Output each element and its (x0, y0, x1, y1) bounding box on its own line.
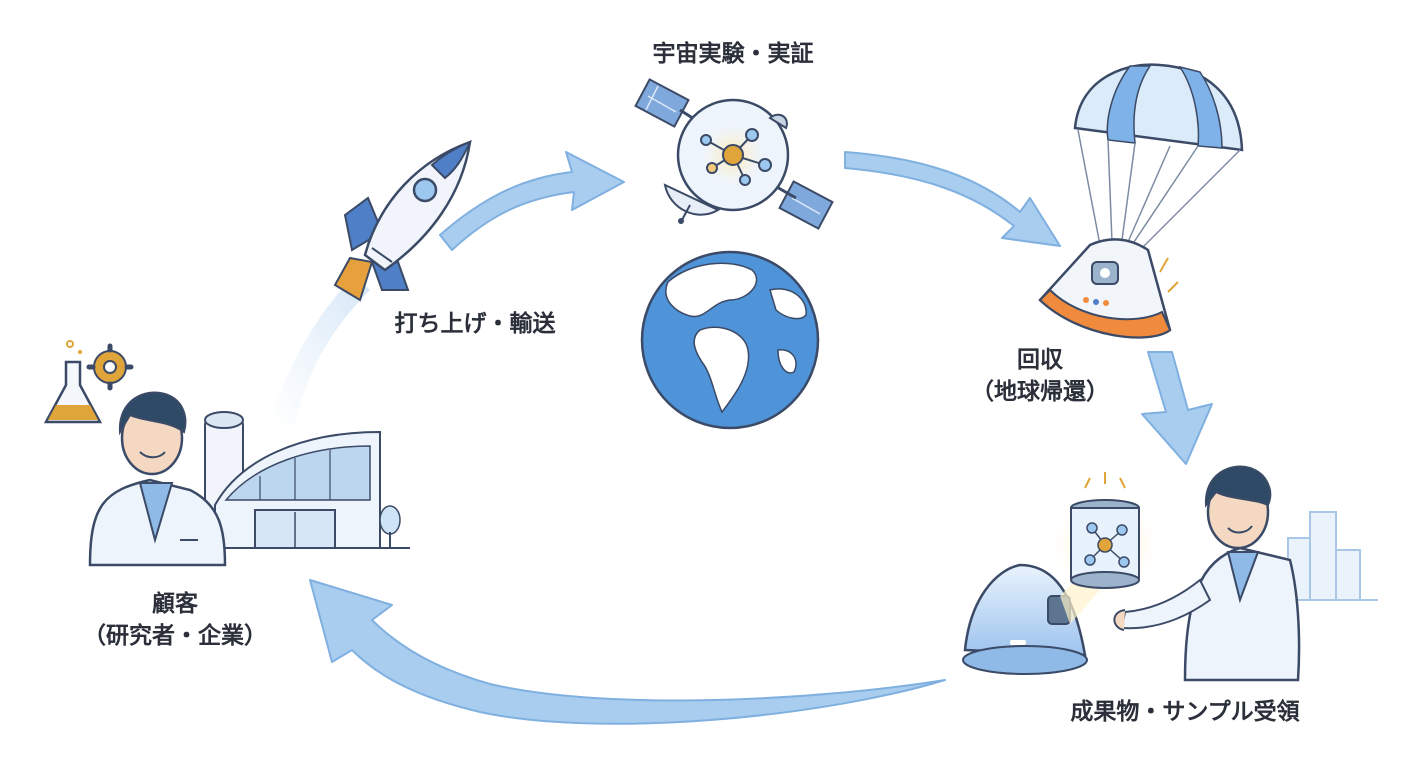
label-delivery-text: 成果物・サンプル受領 (1070, 699, 1300, 725)
capsule-icon (1038, 238, 1179, 339)
satellite-dish (663, 183, 721, 224)
label-experiment-text: 宇宙実験・実証 (652, 41, 814, 67)
building-icon (190, 411, 410, 549)
scientist-right-icon (1113, 465, 1301, 682)
flask-icon (43, 340, 103, 424)
molecule-icon (700, 128, 772, 186)
arrow-recovery-to-delivery (1141, 351, 1213, 465)
label-recovery: 回収 （地球帰還） (950, 344, 1130, 408)
arrow-delivery-to-customer (309, 579, 946, 725)
city-icon (1280, 511, 1378, 601)
label-customer-sub: （研究者・企業） (83, 623, 267, 649)
parachute-icon (1073, 63, 1244, 251)
solar-panel-left (634, 78, 690, 128)
solar-panel-right (778, 180, 834, 230)
earth-icon (640, 250, 820, 430)
label-customer-title: 顧客 (152, 591, 198, 617)
label-recovery-title: 回収 (1017, 347, 1063, 373)
label-recovery-sub: （地球帰還） (971, 379, 1109, 405)
gear-icon (86, 343, 134, 391)
label-launch: 打ち上げ・輸送 (370, 308, 580, 340)
label-delivery: 成果物・サンプル受領 (1030, 696, 1340, 728)
label-customer: 顧客 （研究者・企業） (60, 588, 290, 652)
satellite-icon (634, 78, 834, 230)
arrow-launch-to-orbit (439, 151, 625, 251)
label-experiment: 宇宙実験・実証 (628, 38, 838, 70)
scientist-left-icon (88, 391, 227, 567)
arrow-orbit-to-recovery (844, 151, 1061, 247)
sample-container-icon (1053, 472, 1157, 597)
label-launch-text: 打ち上げ・輸送 (394, 311, 556, 337)
rocket-icon (270, 140, 472, 425)
tree-icon (379, 505, 401, 548)
